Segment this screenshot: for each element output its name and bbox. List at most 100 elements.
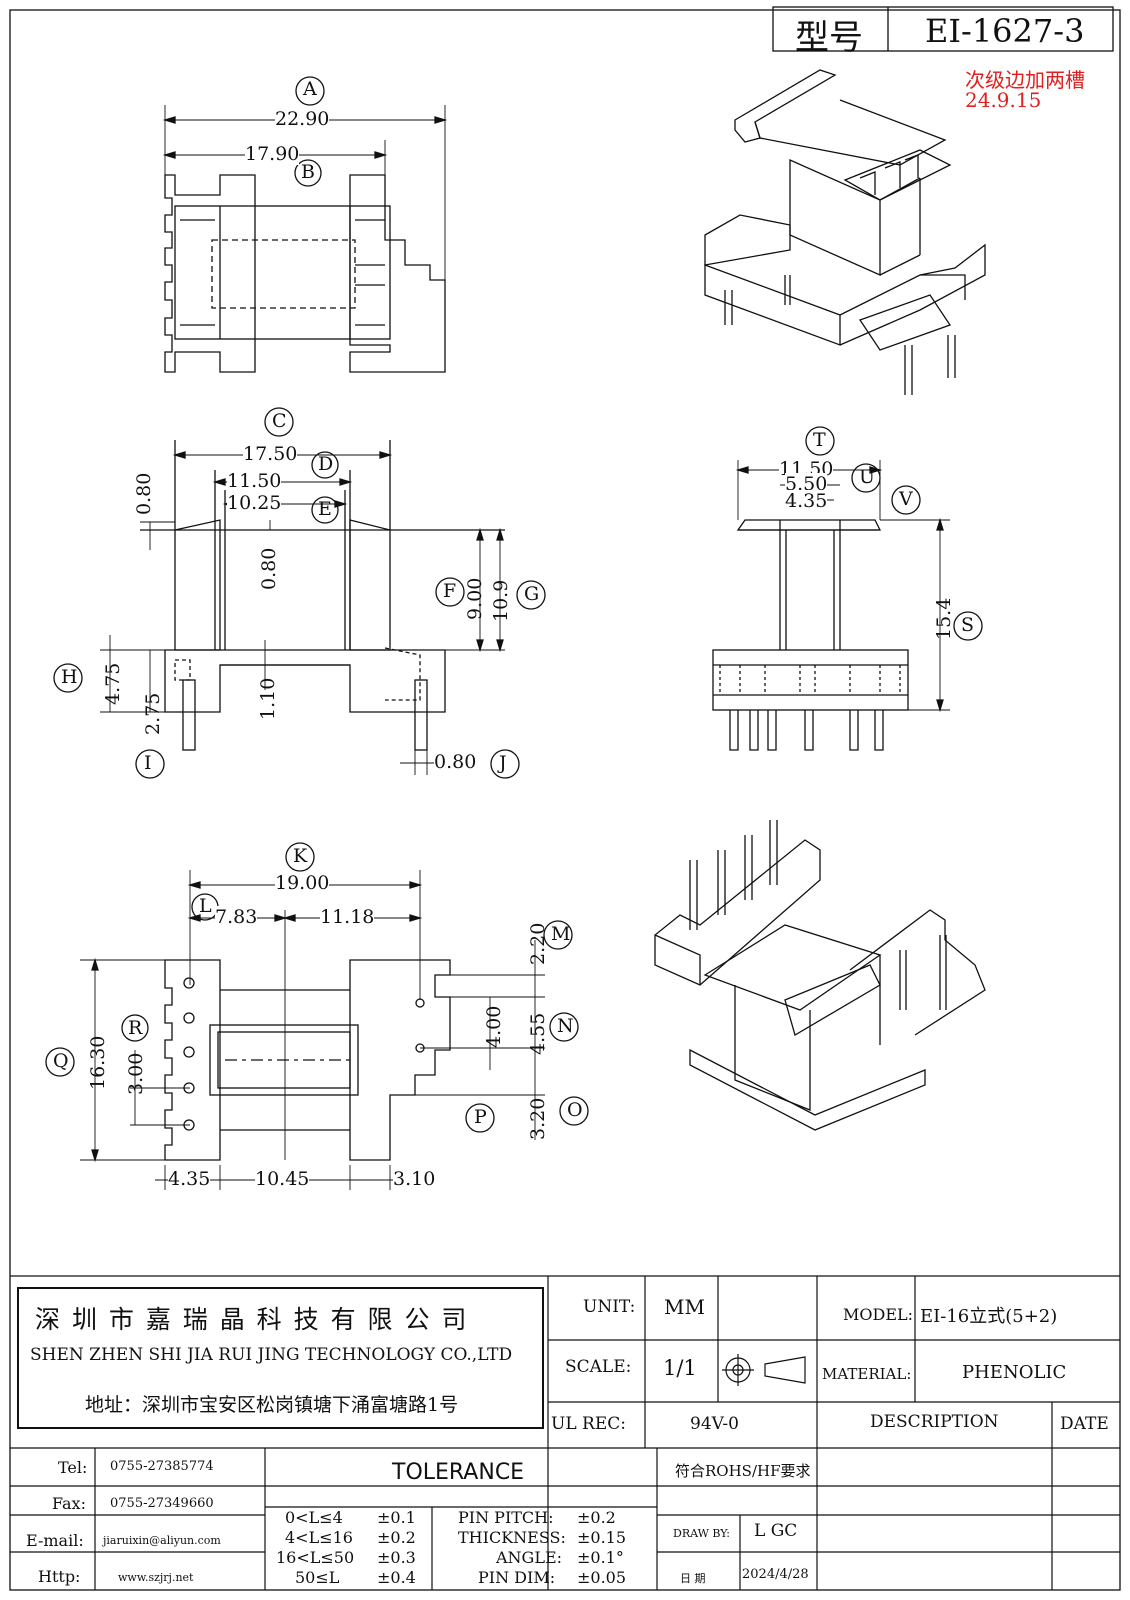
model-field-value: EI-16立式(5+2) xyxy=(920,1306,1058,1327)
dim-g: 10.9 xyxy=(490,579,512,622)
dim-b2: 10.45 xyxy=(255,1168,310,1190)
tol-range-2: 16<L≤50 xyxy=(276,1548,355,1567)
tel-label: Tel: xyxy=(58,1458,88,1477)
dim-l2: 11.18 xyxy=(320,906,375,928)
callout-a: A xyxy=(303,78,317,100)
callout-f: F xyxy=(443,580,457,602)
tel-value: 0755-27385774 xyxy=(110,1459,214,1474)
callout-e: E xyxy=(318,498,332,520)
dim-d: 11.50 xyxy=(227,470,282,492)
http-label: Http: xyxy=(38,1567,81,1586)
callout-u: U xyxy=(859,466,876,488)
dim-l: 7.83 xyxy=(215,906,258,928)
dim-n: 4.55 xyxy=(527,1012,549,1055)
dim-c: 17.50 xyxy=(243,443,298,465)
date-field-label: 日 期 xyxy=(680,1572,706,1585)
revision-date: 24.9.15 xyxy=(965,88,1042,112)
model-field-label: MODEL: xyxy=(843,1305,914,1324)
title-block xyxy=(10,1275,1120,1590)
scale-value: 1/1 xyxy=(663,1356,697,1380)
tol-spec-name-1: THICKNESS: xyxy=(458,1528,566,1547)
tol-spec-value-2: ±0.1° xyxy=(577,1548,624,1567)
revision-note: 次级边加两槽 xyxy=(965,68,1085,92)
fax-label: Fax: xyxy=(52,1494,86,1513)
sheet-border xyxy=(9,9,1121,1591)
company-name-en: SHEN ZHEN SHI JIA RUI JING TECHNOLOGY CO… xyxy=(30,1345,513,1365)
dim-i: 2.75 xyxy=(142,692,164,735)
tol-value-0: ±0.1 xyxy=(377,1508,416,1527)
dim-h: 4.75 xyxy=(102,662,124,705)
dim-base: 1.10 xyxy=(257,677,279,720)
material-value: PHENOLIC xyxy=(962,1362,1067,1383)
tol-range-3: 50≤L xyxy=(295,1568,340,1587)
company-address: 地址：深圳市宝安区松岗镇塘下涌富塘路1号 xyxy=(85,1394,459,1416)
bottom-view xyxy=(45,842,589,1190)
rohs-note: 符合ROHS/HF要求 xyxy=(675,1462,811,1480)
model-label: 型号 xyxy=(795,18,863,58)
tol-spec-name-2: ANGLE: xyxy=(496,1548,563,1567)
dim-f: 9.00 xyxy=(464,577,486,620)
ul-value: 94V-0 xyxy=(690,1414,739,1434)
material-label: MATERIAL: xyxy=(822,1365,912,1383)
callout-k: K xyxy=(293,845,308,867)
date-header: DATE xyxy=(1060,1414,1109,1434)
callout-j: J xyxy=(499,752,507,774)
tol-spec-value-3: ±0.05 xyxy=(577,1568,627,1587)
callout-r: R xyxy=(128,1017,143,1039)
email-label: E-mail: xyxy=(26,1531,84,1550)
dim-k: 19.00 xyxy=(275,872,330,894)
dim-m: 2.20 xyxy=(527,922,549,965)
callout-l: L xyxy=(199,895,212,917)
http-value[interactable]: www.szjrj.net xyxy=(118,1571,194,1584)
dim-q: 16.30 xyxy=(87,1035,109,1090)
dim-a: 22.90 xyxy=(275,108,330,130)
tol-spec-name-3: PIN DIM: xyxy=(478,1568,556,1587)
unit-label: UNIT: xyxy=(583,1297,636,1317)
unit-value: MM xyxy=(664,1295,705,1319)
top-view xyxy=(162,76,448,373)
dim-b1: 4.35 xyxy=(168,1168,211,1190)
scale-label: SCALE: xyxy=(565,1357,632,1377)
draw-by-label: DRAW BY: xyxy=(673,1527,730,1540)
description-label: DESCRIPTION xyxy=(870,1412,999,1432)
dim-u: 5.50 xyxy=(785,473,828,495)
dim-r: 3.00 xyxy=(125,1052,147,1095)
dim-o: 3.20 xyxy=(527,1097,549,1140)
callout-h: H xyxy=(61,666,78,688)
isometric-view-top xyxy=(704,69,986,395)
dim-top-thickness: 0.80 xyxy=(133,472,155,515)
tol-spec-value-1: ±0.15 xyxy=(577,1528,627,1547)
dim-s: 15.4 xyxy=(933,597,955,640)
tol-spec-name-0: PIN PITCH: xyxy=(458,1508,554,1527)
callout-m: M xyxy=(551,923,571,945)
callout-i: I xyxy=(144,752,152,774)
callout-q: Q xyxy=(53,1050,69,1072)
callout-d: D xyxy=(318,453,334,475)
dim-mid-thickness: 0.80 xyxy=(258,547,280,590)
dim-b3: 3.10 xyxy=(393,1168,436,1190)
tol-value-3: ±0.4 xyxy=(377,1568,416,1587)
callout-v: V xyxy=(899,488,913,510)
email-value[interactable]: jiaruixin@aliyun.com xyxy=(103,1534,221,1547)
model-title-box xyxy=(772,6,1114,52)
dim-j: 0.80 xyxy=(434,751,477,773)
tol-range-1: 4<L≤16 xyxy=(285,1528,353,1547)
draw-by-value: L GC xyxy=(754,1521,798,1541)
dim-n1: 4.00 xyxy=(483,1005,505,1048)
callout-t: T xyxy=(813,429,826,451)
dim-b: 17.90 xyxy=(245,143,300,165)
tol-range-0: 0<L≤4 xyxy=(285,1508,343,1527)
side-view xyxy=(712,426,983,751)
tol-value-1: ±0.2 xyxy=(377,1528,416,1547)
company-name-cn: 深 圳 市 嘉 瑞 晶 科 技 有 限 公 司 xyxy=(35,1305,469,1334)
callout-o: O xyxy=(567,1099,583,1121)
callout-s: S xyxy=(961,614,975,636)
callout-g: G xyxy=(524,583,540,605)
callout-n: N xyxy=(557,1015,574,1037)
tol-value-2: ±0.3 xyxy=(377,1548,416,1567)
fax-value: 0755-27349660 xyxy=(110,1496,214,1511)
model-number: EI-1627-3 xyxy=(925,12,1085,50)
date-field-value: 2024/4/28 xyxy=(742,1567,809,1582)
callout-c: C xyxy=(272,410,287,432)
